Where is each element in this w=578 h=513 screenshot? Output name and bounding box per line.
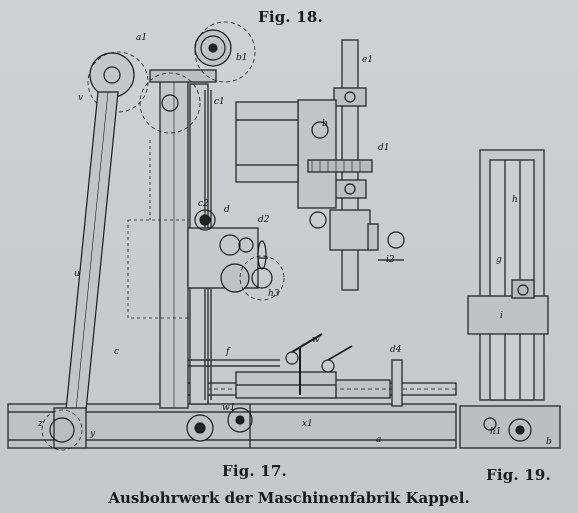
label-b1: b1: [236, 53, 248, 63]
label-x1: x1: [302, 419, 313, 429]
label-i: i: [500, 311, 503, 321]
label-c: c: [114, 347, 119, 357]
label-h3: h3: [268, 289, 280, 299]
label-b-fig19: b: [546, 437, 552, 447]
diagonal-arm: [41, 91, 119, 451]
label-g: g: [496, 255, 502, 265]
label-v: v: [78, 93, 83, 103]
fig18-detail: [235, 39, 405, 291]
part-labels: a1 b1 v c1 c2 e1 b d1 d d2 i2 u h3 c w d…: [37, 33, 552, 447]
figure-19-label: Fig. 19.: [486, 466, 551, 484]
label-c2: c2: [198, 199, 209, 209]
label-d: d: [224, 205, 230, 215]
label-c1: c1: [214, 97, 225, 107]
figure-caption: Ausbohrwerk der Maschinenfabrik Kappel.: [108, 489, 470, 507]
label-w1: w1: [222, 403, 235, 413]
feed-box: [187, 209, 285, 301]
label-e1: e1: [362, 55, 373, 65]
label-h: h: [512, 195, 518, 205]
label-w: w: [312, 335, 320, 345]
carriage: [235, 333, 403, 407]
figure-18-label: Fig. 18.: [258, 8, 323, 26]
label-f: f: [225, 347, 231, 357]
label-a1: a1: [136, 33, 147, 43]
label-u: u: [74, 269, 80, 279]
label-a: a: [376, 435, 381, 445]
fig19-side-view: [459, 149, 561, 449]
figure-17-label: Fig. 17.: [222, 462, 287, 480]
label-i2: i2: [386, 255, 395, 265]
label-d4: d4: [390, 345, 402, 355]
label-b: b: [322, 119, 328, 129]
label-y: y: [89, 429, 96, 439]
base-gears: [186, 407, 253, 442]
label-h1: h1: [490, 427, 502, 437]
label-d1: d1: [378, 143, 390, 153]
label-d2: d2: [258, 215, 270, 225]
label-z: z: [37, 419, 43, 429]
